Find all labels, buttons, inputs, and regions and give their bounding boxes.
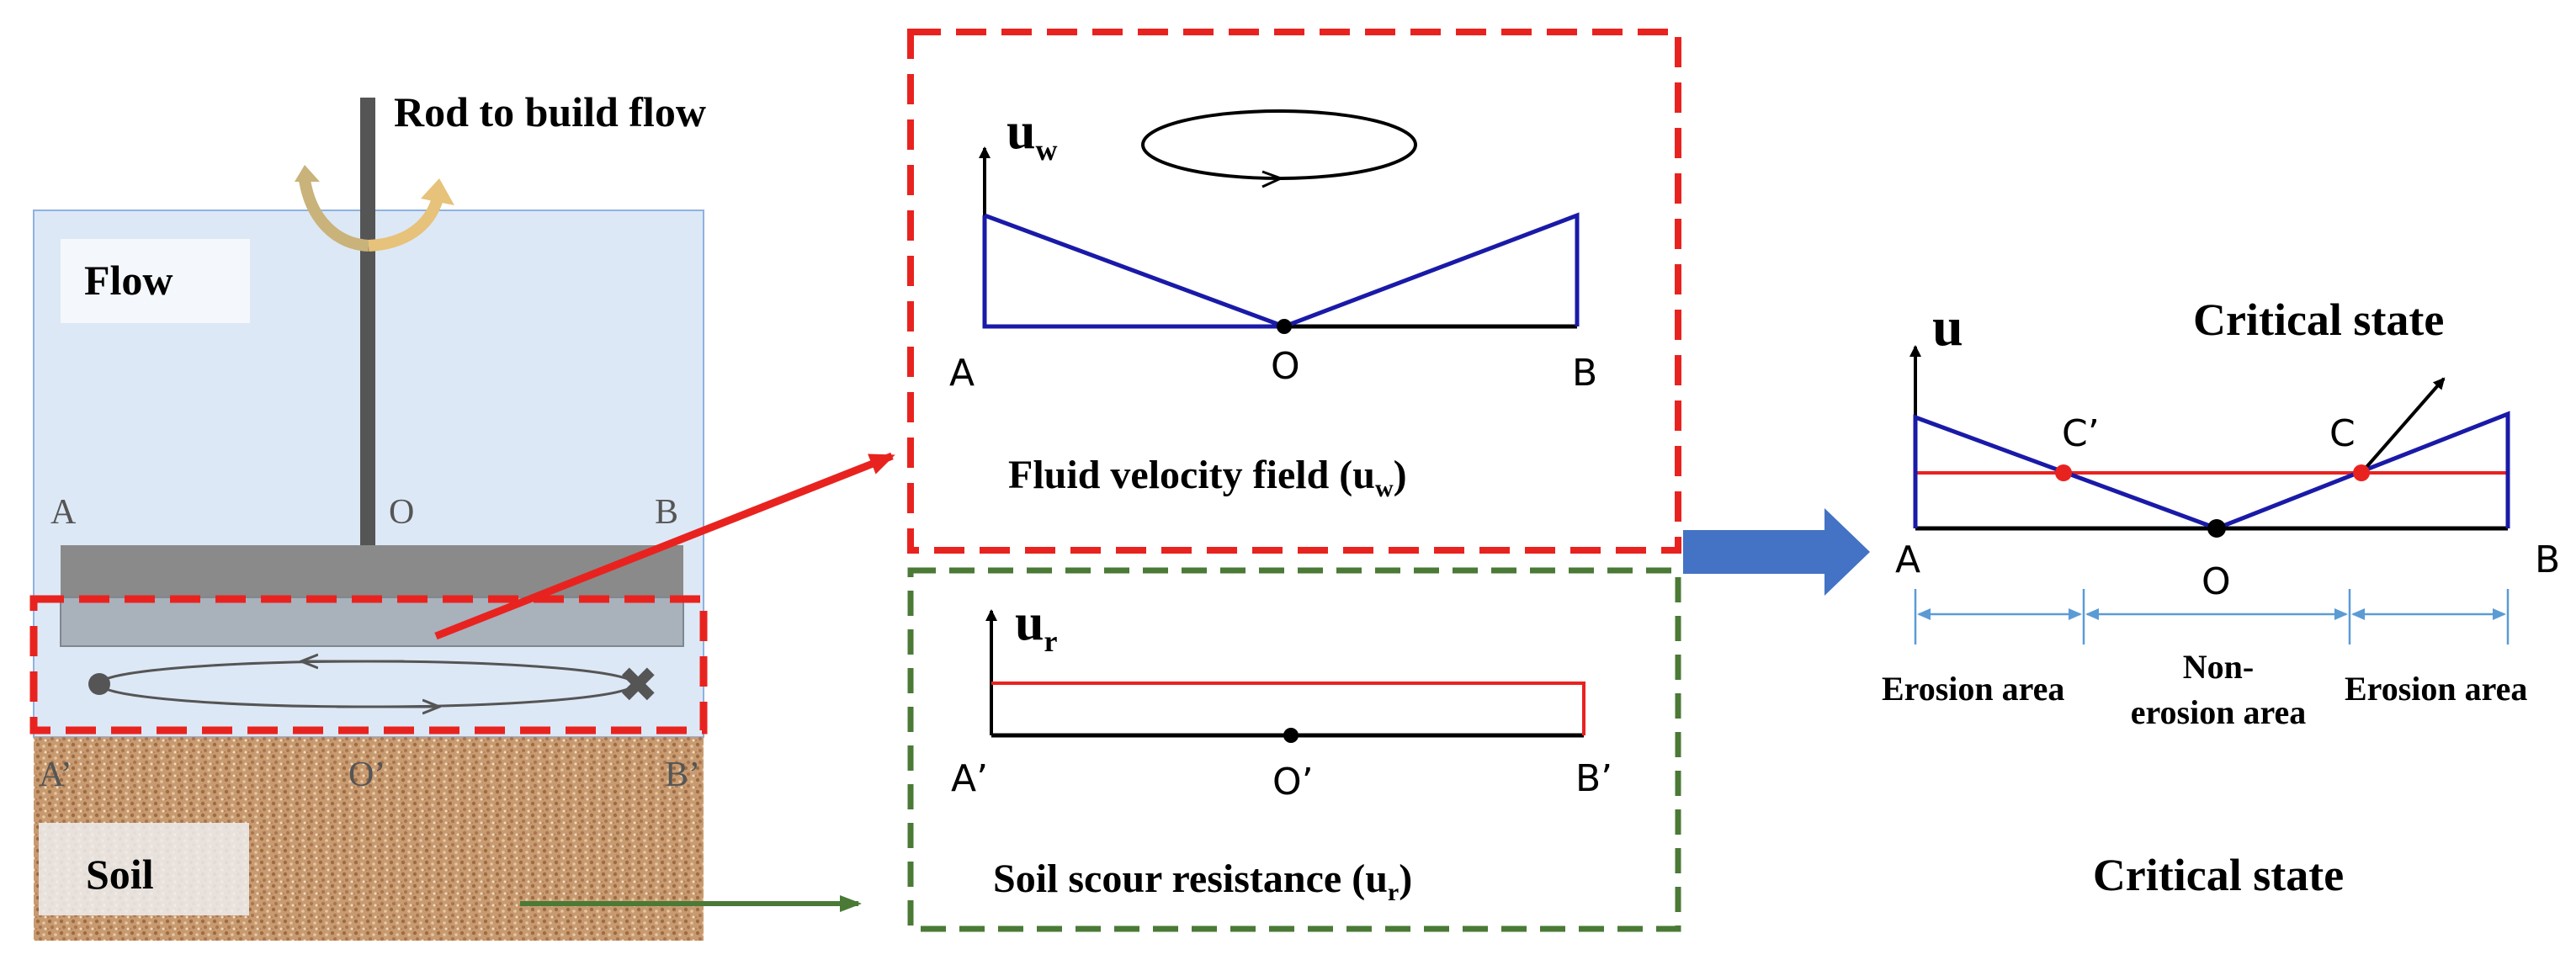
point-a-prime-label: A’ bbox=[39, 756, 72, 794]
point-c-prime-label: C’ bbox=[2062, 412, 2100, 455]
point-a-label: A bbox=[50, 493, 77, 532]
critical-point-o: O bbox=[2202, 560, 2231, 603]
velocity-panel: uw A O B Fluid velocity field (uw) bbox=[907, 29, 1681, 554]
point-b-prime-label: B’ bbox=[665, 756, 700, 794]
origin-dot bbox=[2207, 519, 2226, 538]
interface-zone-dashed bbox=[29, 595, 708, 735]
resistance-profile bbox=[991, 682, 1585, 735]
rotation-ellipse bbox=[1141, 109, 1417, 180]
critical-caption: Critical state bbox=[2093, 850, 2344, 900]
apparatus: Rod to build flow Flow A O B ✖ A’ O’ B’ … bbox=[29, 88, 708, 941]
zone-left-label: Erosion area bbox=[1882, 670, 2064, 708]
rod-label: Rod to build flow bbox=[394, 88, 706, 135]
resistance-point-a: A’ bbox=[951, 757, 988, 800]
origin-dot bbox=[1283, 728, 1299, 743]
resistance-point-b: B’ bbox=[1575, 757, 1612, 800]
velocity-profile bbox=[982, 213, 1285, 329]
point-c-dot bbox=[2353, 464, 2370, 481]
velocity-caption: Fluid velocity field (uw) bbox=[1008, 453, 1407, 502]
resistance-caption: Soil scour resistance (ur) bbox=[993, 857, 1412, 906]
resistance-panel-frame bbox=[907, 567, 1681, 932]
critical-point-a: A bbox=[1895, 538, 1920, 581]
velocity-axis-label: uw bbox=[1006, 103, 1057, 167]
flow-label: Flow bbox=[84, 257, 173, 304]
resistance-axis-label: ur bbox=[1015, 594, 1057, 658]
rotating-plate bbox=[61, 545, 683, 597]
rotation-arrow-icon bbox=[299, 178, 369, 252]
point-c-prime-dot bbox=[2055, 464, 2072, 481]
soil-label: Soil bbox=[86, 851, 154, 898]
critical-axis-label: u bbox=[1932, 296, 1963, 358]
critical-direction-arrow bbox=[2360, 377, 2446, 475]
velocity-point-o: O bbox=[1271, 345, 1300, 388]
big-arrow-icon bbox=[1683, 508, 1870, 596]
point-o-prime-label: O’ bbox=[348, 756, 385, 794]
red-link-arrow bbox=[434, 452, 895, 640]
start-dot bbox=[88, 673, 110, 695]
critical-title: Critical state bbox=[2193, 294, 2444, 345]
critical-point-b: B bbox=[2535, 538, 2560, 581]
velocity-point-b: B bbox=[1572, 352, 1597, 395]
rod bbox=[360, 98, 375, 550]
resistance-point-o: O’ bbox=[1272, 761, 1314, 804]
critical-panel: Critical state u C’ C A O B Erosion area… bbox=[1882, 294, 2560, 900]
point-o-label: O bbox=[389, 493, 414, 532]
point-b-label: B bbox=[655, 493, 678, 532]
rotation-arrow-icon bbox=[368, 196, 443, 252]
end-cross-icon: ✖ bbox=[618, 656, 659, 713]
origin-dot bbox=[1277, 319, 1292, 334]
resistance-panel: ur A’ O’ B’ Soil scour resistance (ur) bbox=[907, 567, 1681, 932]
zone-right-label: Erosion area bbox=[2345, 670, 2527, 708]
velocity-profile-right bbox=[1283, 212, 1580, 329]
plate-lower bbox=[60, 597, 684, 647]
zone-middle-label-1: Non- bbox=[2183, 648, 2254, 686]
point-c-label: C bbox=[2329, 412, 2356, 455]
zone-middle-label-2: erosion area bbox=[2131, 693, 2307, 731]
velocity-panel-frame bbox=[907, 29, 1681, 554]
velocity-point-a: A bbox=[949, 352, 975, 395]
